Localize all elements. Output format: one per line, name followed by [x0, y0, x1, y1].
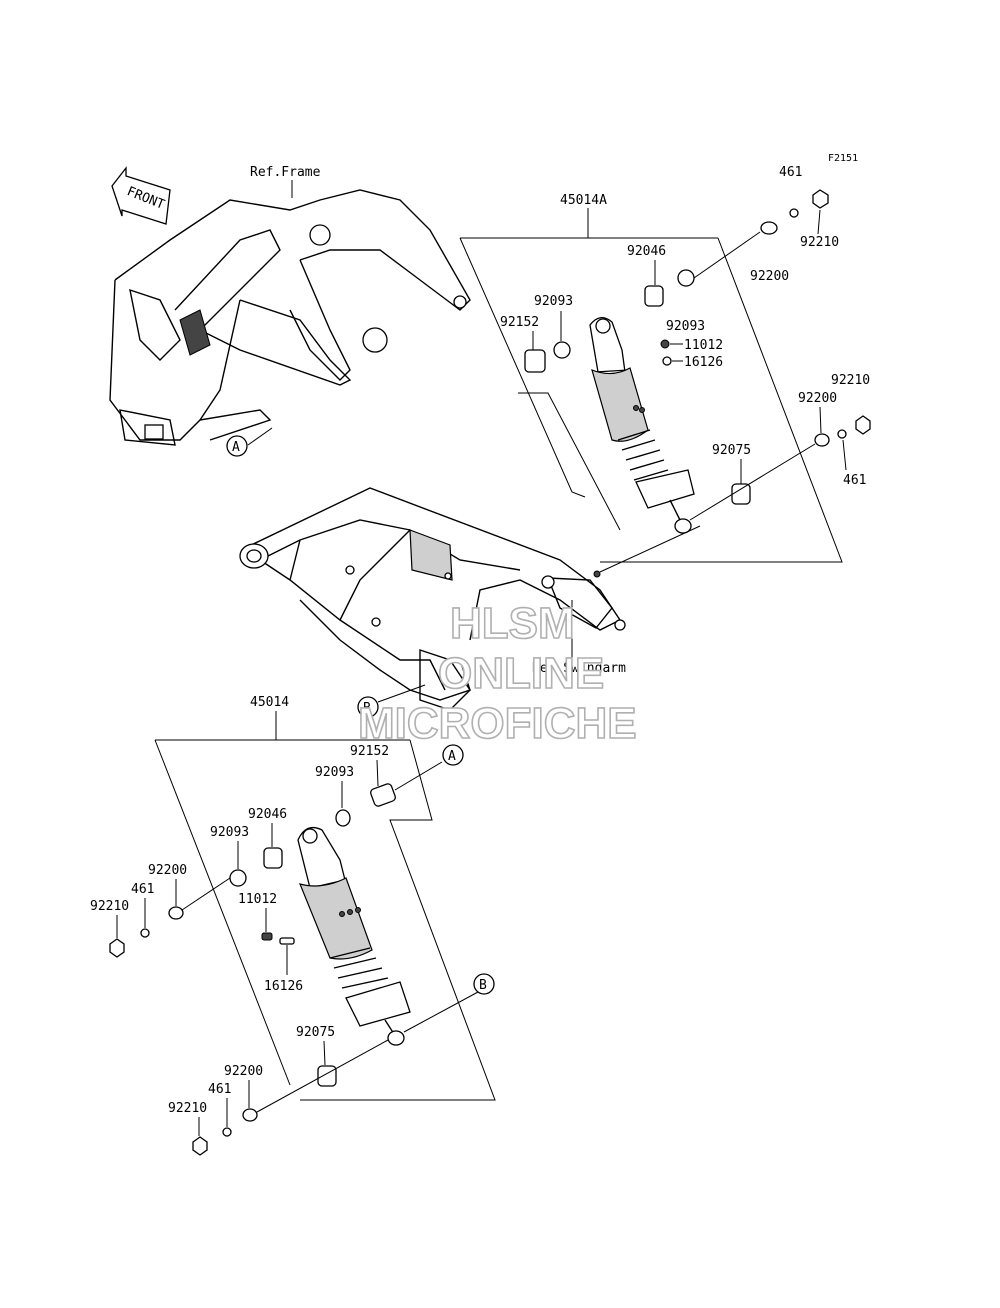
label-upper-461-bottom: 461	[843, 473, 866, 488]
label-lower-92093-top: 92093	[315, 765, 354, 780]
cap-lower	[279, 937, 295, 945]
label-lower-461-top: 461	[131, 882, 154, 897]
seal-upper-right	[677, 269, 695, 287]
label-lower-11012: 11012	[238, 892, 277, 907]
svg-text:MICROFICHE: MICROFICHE	[358, 699, 637, 748]
label-lower-92152: 92152	[350, 744, 389, 759]
cap-nut-upper-top	[812, 189, 829, 209]
label-lower-16126: 16126	[264, 979, 303, 994]
washer-lower-top	[168, 906, 184, 920]
callout-a-frame: A	[226, 427, 273, 457]
assembly-upper-label: 45014A	[560, 193, 607, 208]
svg-text:A: A	[232, 440, 240, 455]
swingarm-drawing	[239, 487, 626, 711]
bearing-upper	[644, 285, 664, 307]
label-upper-16126: 16126	[684, 355, 723, 370]
label-lower-92210-top: 92210	[90, 899, 129, 914]
callout-b-lower: B	[473, 973, 495, 995]
upper-parts	[524, 189, 871, 573]
label-upper-11012: 11012	[684, 338, 723, 353]
label-upper-461-top: 461	[779, 165, 802, 180]
svg-text:ONLINE: ONLINE	[438, 649, 604, 698]
fitting-lower	[261, 932, 273, 941]
seal-lower-left	[229, 869, 247, 887]
ref-swingarm-label: Ref.Swingarm	[532, 661, 626, 676]
nut-lower-top	[140, 928, 150, 938]
washer-upper-bottom	[814, 433, 830, 447]
seal-lower-top	[335, 809, 351, 827]
label-upper-92200-bottom: 92200	[798, 391, 837, 406]
label-upper-92075: 92075	[712, 443, 751, 458]
bushing-lower	[317, 1065, 337, 1087]
svg-text:HLSM: HLSM	[450, 599, 575, 648]
fitting-upper	[660, 339, 670, 349]
svg-text:B: B	[479, 978, 487, 993]
collar-upper	[524, 349, 546, 373]
collar-lower	[370, 783, 396, 807]
callout-a-lower: A	[442, 744, 464, 766]
label-upper-92200-top: 92200	[750, 269, 789, 284]
nut-lower-bottom	[222, 1127, 232, 1137]
lower-parts	[109, 761, 479, 1156]
washer-upper-top	[760, 221, 778, 235]
ref-frame-label: Ref.Frame	[250, 165, 321, 180]
frame-drawing	[109, 189, 471, 446]
label-upper-92093-left: 92093	[534, 294, 573, 309]
watermark: HLSM ONLINE MICROFICHE	[357, 598, 637, 749]
front-arrow-icon: FRONT	[111, 166, 171, 225]
assembly-lower-label: 45014	[250, 695, 289, 710]
label-lower-92075: 92075	[296, 1025, 335, 1040]
label-upper-92152: 92152	[500, 315, 539, 330]
label-upper-92210-bottom: 92210	[831, 373, 870, 388]
upper-shock-absorber	[589, 317, 695, 534]
bearing-lower	[263, 847, 283, 869]
cap-nut-upper-bottom	[855, 415, 871, 435]
lower-shock-absorber	[297, 826, 411, 1046]
svg-text:A: A	[448, 749, 456, 764]
cap-nut-lower-top	[109, 938, 125, 958]
label-upper-92046: 92046	[627, 244, 666, 259]
nut-upper-bottom	[837, 429, 847, 439]
label-lower-92200-bottom: 92200	[224, 1064, 263, 1079]
bushing-upper	[731, 483, 751, 505]
seal-upper-left	[553, 341, 571, 359]
svg-text:B: B	[363, 701, 371, 716]
label-lower-92200-top: 92200	[148, 863, 187, 878]
cap-upper	[662, 356, 672, 366]
figure-code: F2151	[828, 153, 858, 164]
cap-nut-lower-bottom	[192, 1136, 208, 1156]
nut-upper-top	[789, 208, 799, 218]
washer-lower-bottom	[242, 1108, 258, 1122]
label-upper-92210-top: 92210	[800, 235, 839, 250]
label-lower-461-bottom: 461	[208, 1082, 231, 1097]
label-lower-92093-left: 92093	[210, 825, 249, 840]
callout-b-swingarm: B	[357, 684, 426, 718]
label-upper-92093-right: 92093	[666, 319, 705, 334]
label-lower-92210-bottom: 92210	[168, 1101, 207, 1116]
label-lower-92046: 92046	[248, 807, 287, 822]
